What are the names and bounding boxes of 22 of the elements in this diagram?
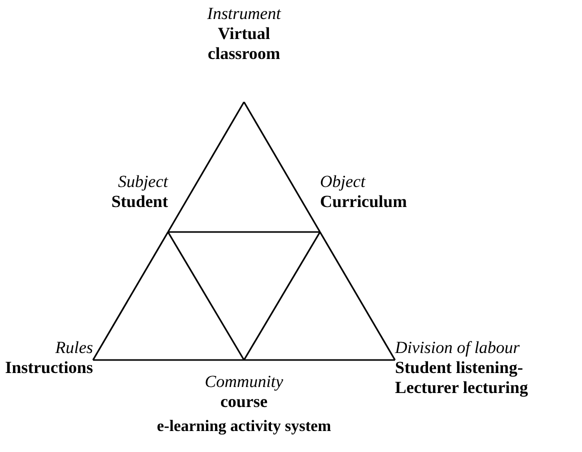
element-label: course [220,392,268,412]
role-heading: Division of labour [395,338,520,358]
element-label: Instructions [5,358,93,378]
role-heading: Subject [118,172,168,192]
triangle-line [319,232,396,360]
triangle-line [167,232,245,360]
triangle-line [244,359,395,361]
triangle-line [92,232,169,360]
role-heading: Object [320,172,366,192]
element-label: Curriculum [320,192,407,212]
triangle-line [243,232,321,360]
triangle-line [93,359,244,361]
role-heading: Rules [55,338,93,358]
caption: e-learning activity system [156,418,332,435]
triangle-line [168,231,320,233]
role-heading: Community [204,372,284,392]
element-label: Virtual classroom [206,24,282,64]
triangle-line [243,102,321,232]
element-label: Student listening- Lecturer lecturing [395,358,529,398]
role-heading: Instrument [207,4,281,24]
element-label: Student [111,192,168,212]
triangle-line [167,102,245,232]
